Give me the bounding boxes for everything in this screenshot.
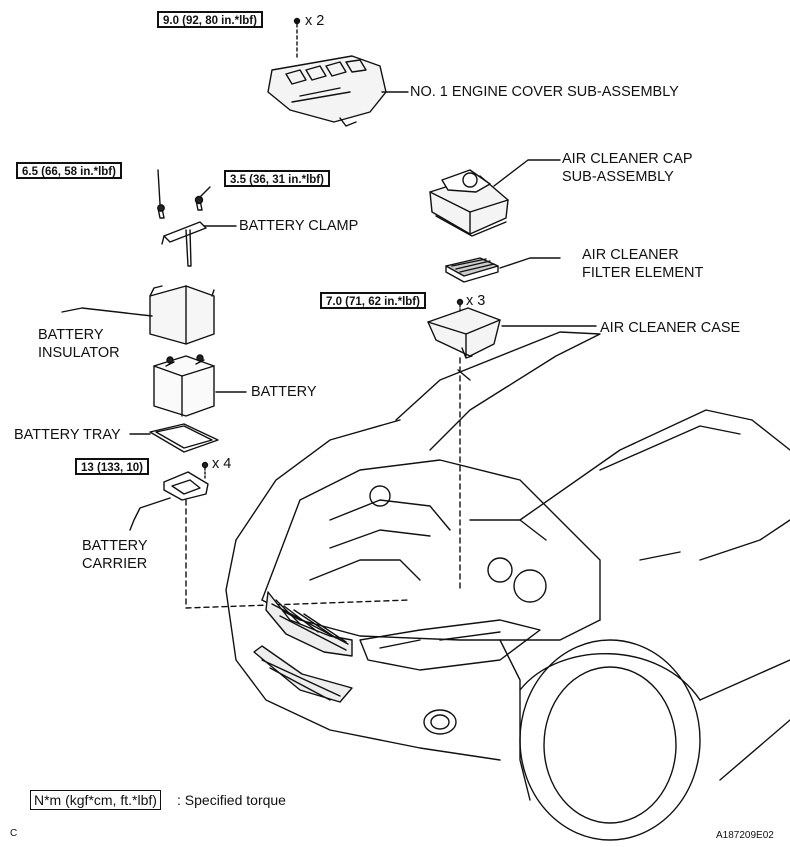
label-air-cleaner-cap-line1: AIR CLEANER CAP [562,151,693,167]
label-air-cleaner-filter-line1: AIR CLEANER [582,247,679,263]
battery-tray-part [149,423,219,453]
air-cleaner-case-part [427,298,501,359]
air-cleaner-filter-part [445,257,499,283]
clamp-bolt-torque-box: 6.5 (66, 58 in.*lbf) [16,162,122,179]
battery-insulator-part [149,285,215,345]
label-battery-carrier-line1: BATTERY [82,538,148,554]
label-engine-cover: NO. 1 ENGINE COVER SUB-ASSEMBLY [410,84,679,100]
label-air-cleaner-cap-line2: SUB-ASSEMBLY [562,169,674,185]
corner-letter: C [10,828,18,839]
vehicle-illustration [225,331,790,841]
clamp-nut-torque-box: 3.5 (36, 31 in.*lbf) [224,170,330,187]
label-air-cleaner-case: AIR CLEANER CASE [600,320,741,336]
legend-unit-box: N*m (kgf*cm, ft.*lbf) [30,790,161,810]
engine-cover-torque-box: 9.0 (92, 80 in.*lbf) [157,11,263,28]
label-battery-insulator-line1: BATTERY [38,327,104,343]
air-cleaner-cap-part [429,169,509,237]
engine-cover-part [267,55,387,127]
label-battery-clamp: BATTERY CLAMP [239,218,359,234]
figure-code: A187209E02 [716,830,774,841]
air-case-torque-box: 7.0 (71, 62 in.*lbf) [320,292,426,309]
label-battery-tray: BATTERY TRAY [14,427,121,443]
label-battery-carrier-line2: CARRIER [82,556,148,572]
engine-cover-qty: x 2 [305,13,325,29]
legend-text: : Specified torque [177,792,286,808]
carrier-qty: x 4 [212,456,232,472]
battery-carrier-part [163,461,209,501]
label-battery-insulator-line2: INSULATOR [38,345,120,361]
carrier-torque-box: 13 (133, 10) [75,458,150,475]
label-battery: BATTERY [251,384,317,400]
label-air-cleaner-filter-line2: FILTER ELEMENT [582,265,704,281]
air-case-qty: x 3 [466,293,486,309]
battery-clamp-part [157,195,207,267]
battery-part [153,354,215,417]
